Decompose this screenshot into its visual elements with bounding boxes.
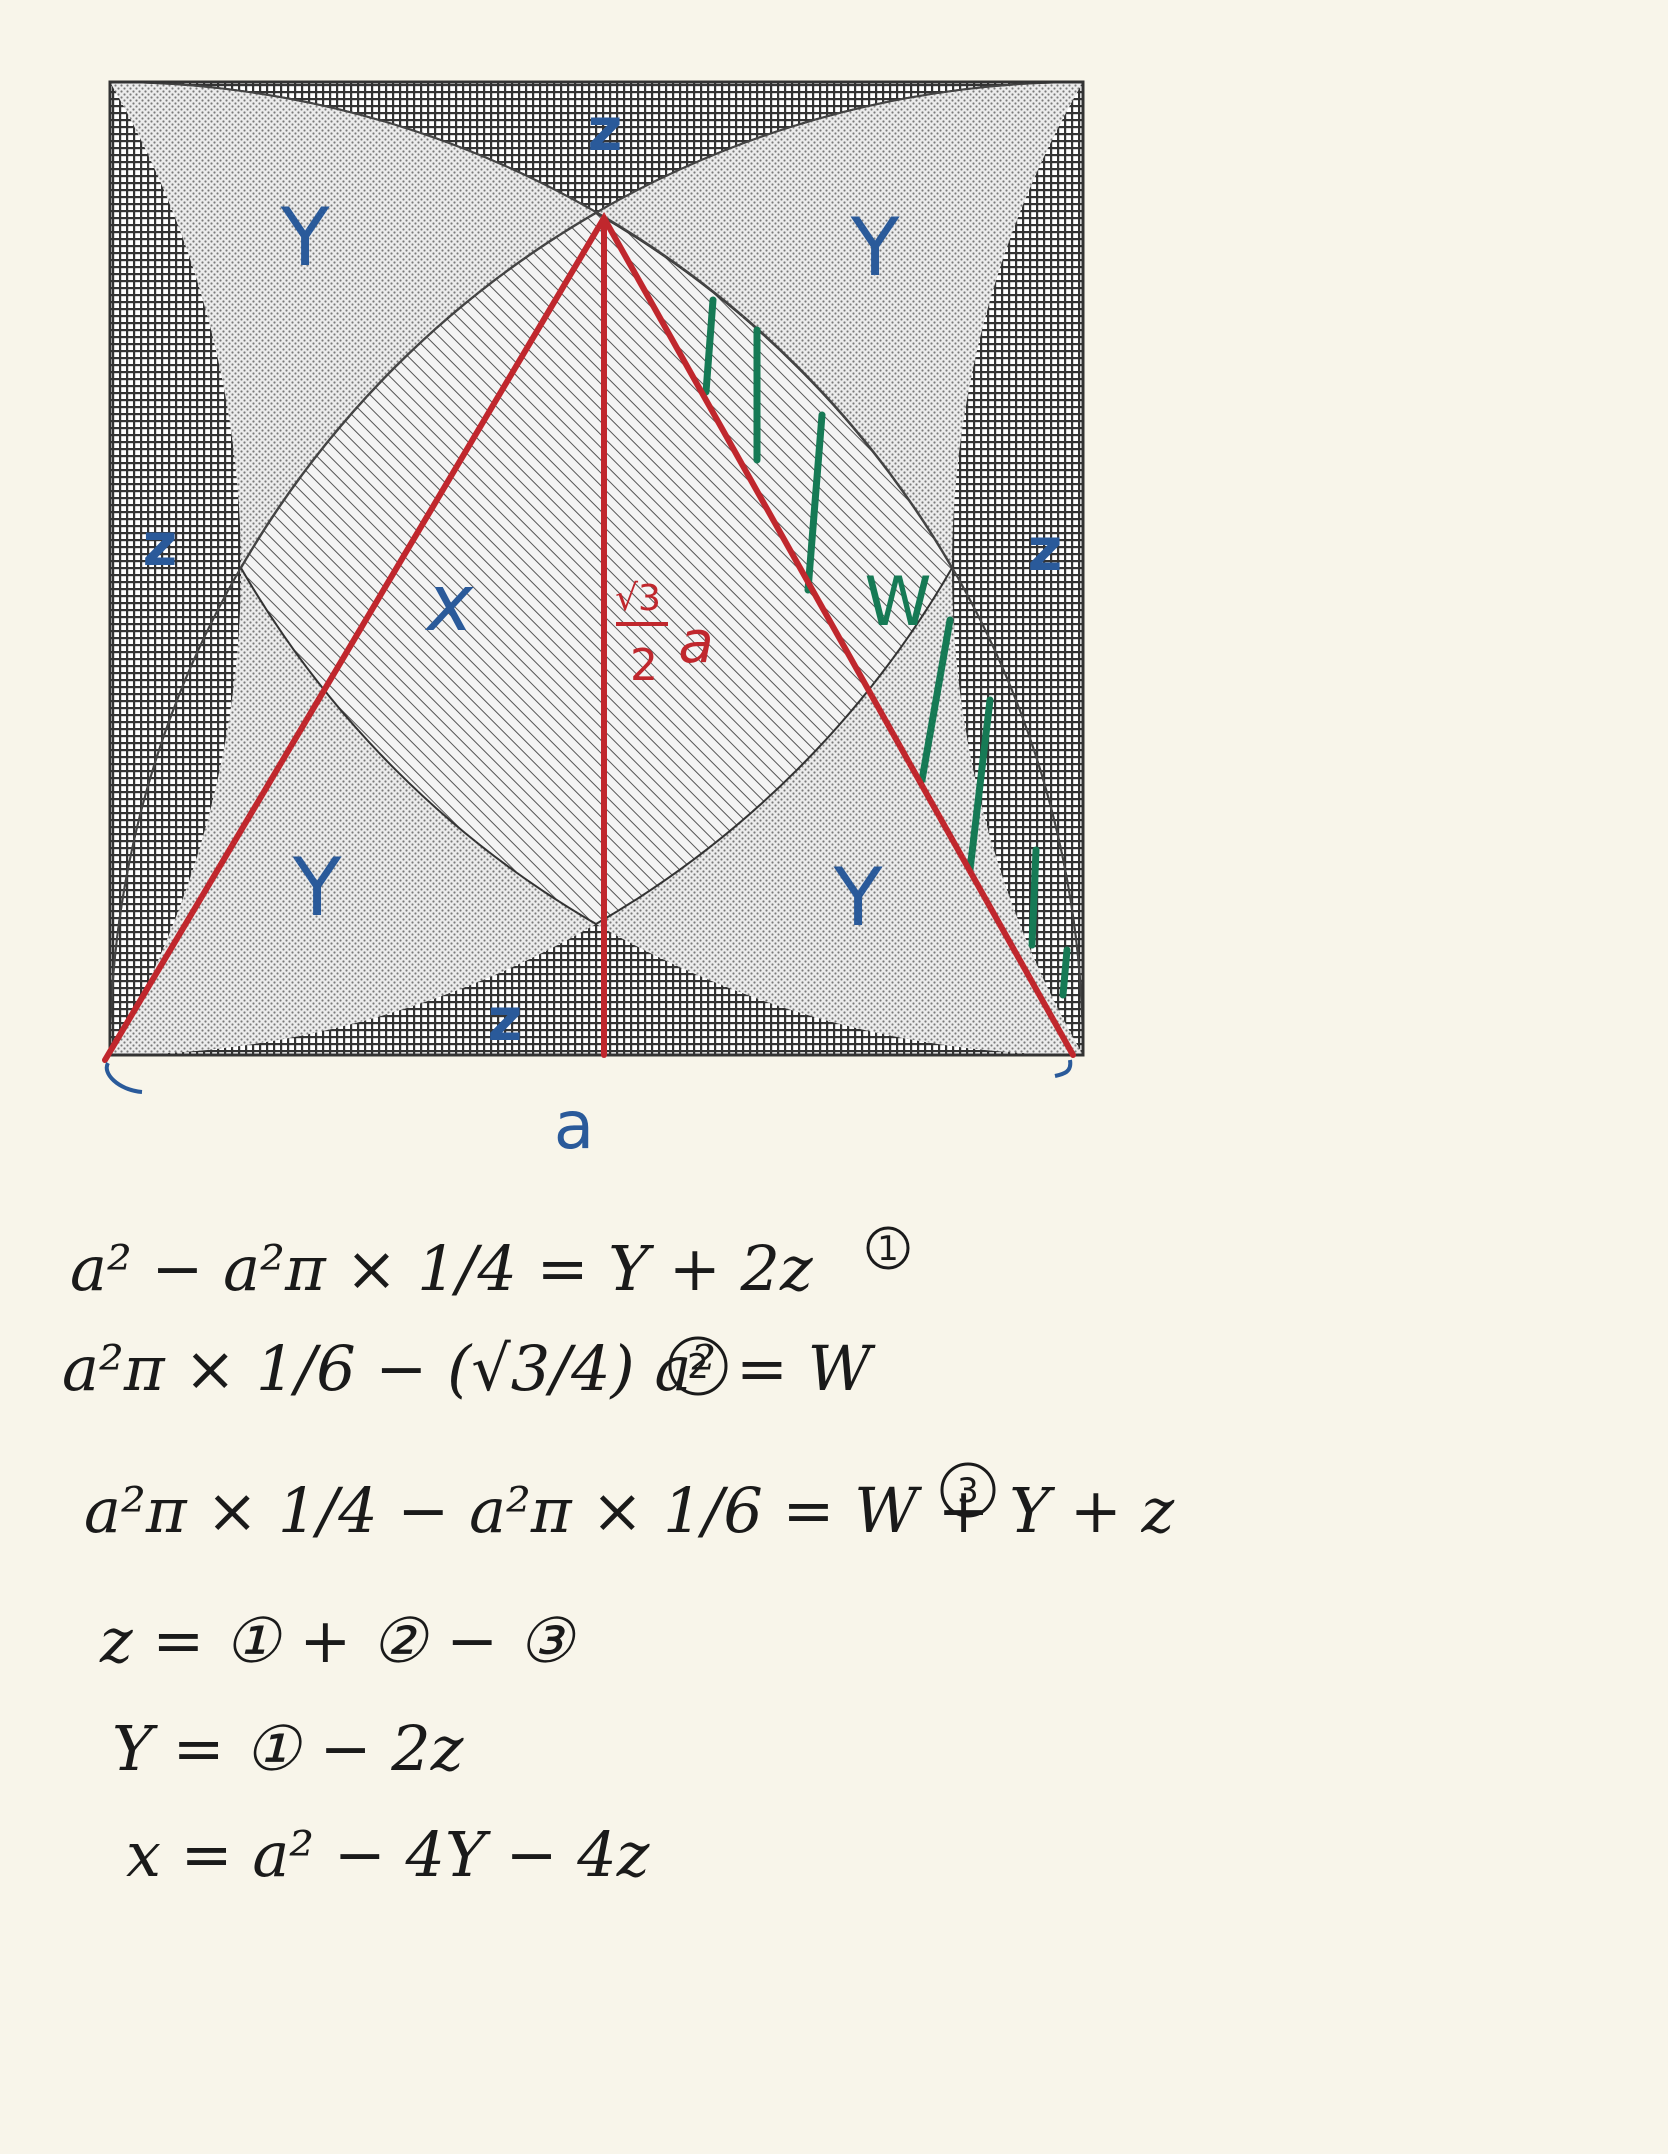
- z-region-left: [110, 82, 241, 1055]
- equation-2-marker: [668, 1336, 728, 1396]
- label-z-top: z: [588, 95, 623, 165]
- z-region-top: [110, 82, 1083, 213]
- label-z-right: z: [1028, 515, 1063, 585]
- equation-x: x = a² − 4Y − 4z: [126, 1818, 650, 1891]
- z-region-bottom: [110, 924, 1083, 1055]
- equation-2: a²π × 1/6 − (√3/4) a² = W: [62, 1332, 876, 1405]
- equation-z: z = ① + ② − ③: [99, 1604, 577, 1677]
- height-label: √3 2 a: [615, 578, 714, 691]
- equation-3-marker: [940, 1462, 996, 1518]
- label-y-top-left: Y: [280, 191, 331, 284]
- side-bracket-right: [1054, 1059, 1073, 1078]
- equation-3: a²π × 1/4 − a²π × 1/6 = W + Y + z: [84, 1474, 1175, 1547]
- square-figure: [110, 82, 1083, 1055]
- label-y-bottom-right: Y: [833, 851, 884, 944]
- label-y-bottom-left: Y: [292, 841, 343, 934]
- equation-1-marker: [866, 1226, 910, 1270]
- square-border: [108, 80, 1085, 1057]
- side-length-label: a: [554, 1087, 594, 1164]
- label-z-left: z: [143, 510, 178, 580]
- w-hatch-marks: [702, 296, 1071, 999]
- arc-outlines: [110, 82, 1083, 1055]
- equation-y: Y = ① − 2z: [112, 1712, 464, 1785]
- equation-1: a² − a²π × 1/4 = Y + 2z: [70, 1232, 813, 1305]
- equations: a² − a²π × 1/4 = Y + 2z 1 a²π × 1/6 − (√…: [62, 1226, 1175, 1891]
- label-z-bottom: z: [488, 985, 523, 1055]
- z-region-right: [952, 82, 1083, 1055]
- label-w: W: [864, 563, 931, 642]
- equilateral-triangle: [102, 211, 1076, 1063]
- equation-1-number: 1: [877, 1229, 899, 1269]
- equation-3-number: 3: [957, 1471, 979, 1511]
- height-numerator: √3: [615, 578, 661, 619]
- side-bracket-left: [104, 1061, 143, 1094]
- height-denominator: 2: [630, 640, 658, 691]
- label-x-center: x: [424, 559, 474, 649]
- height-variable: a: [678, 608, 714, 676]
- equation-2-number: 2: [687, 1347, 709, 1387]
- label-y-top-right: Y: [850, 201, 901, 294]
